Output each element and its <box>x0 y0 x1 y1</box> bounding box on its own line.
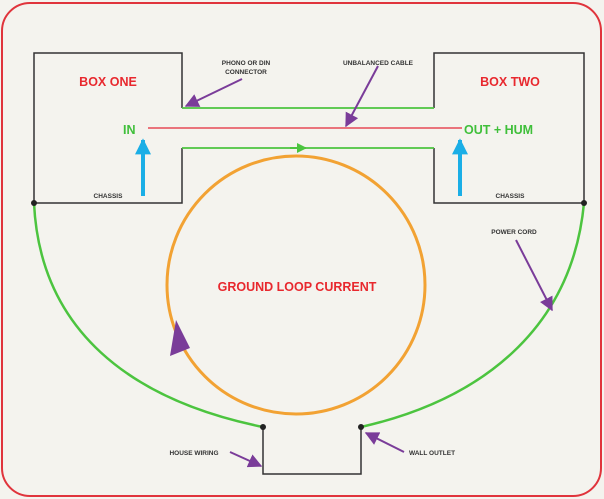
ground-loop-label: GROUND LOOP CURRENT <box>218 280 377 294</box>
chassis-dot-left <box>31 200 37 206</box>
cable-callout-arrow <box>345 65 379 128</box>
chassis-right-label: CHASSIS <box>496 193 526 200</box>
ground-loop-circle <box>165 154 427 416</box>
box-one-title: BOX ONE <box>79 75 137 89</box>
in-label: IN <box>123 123 136 137</box>
phono-label-line1: PHONO OR DIN <box>222 60 271 67</box>
power-cord-callout-arrow <box>515 239 553 312</box>
power-cord-label: POWER CORD <box>491 229 537 236</box>
loop-direction-arrow <box>170 320 190 356</box>
chassis-left-label: CHASSIS <box>94 193 124 200</box>
unbalanced-cable-label: UNBALANCED CABLE <box>343 60 414 67</box>
out-hum-label: OUT + HUM <box>464 123 533 137</box>
wall-outlet-callout-arrow <box>364 432 405 453</box>
outlet-dot-left <box>260 424 266 430</box>
ground-path-wire <box>32 202 586 429</box>
wall-outlet-box <box>262 427 362 475</box>
chassis-dot-right <box>581 200 587 206</box>
box-two-outline <box>433 52 585 204</box>
phono-callout-arrow <box>184 78 243 107</box>
house-wiring-callout-arrow <box>229 451 263 468</box>
phono-label-line2: CONNECTOR <box>225 69 267 76</box>
box-two-title: BOX TWO <box>480 75 540 89</box>
box-one-outline <box>33 52 183 204</box>
house-wiring-label: HOUSE WIRING <box>169 450 218 457</box>
wall-outlet-label: WALL OUTLET <box>409 450 455 457</box>
outlet-dot-right <box>358 424 364 430</box>
